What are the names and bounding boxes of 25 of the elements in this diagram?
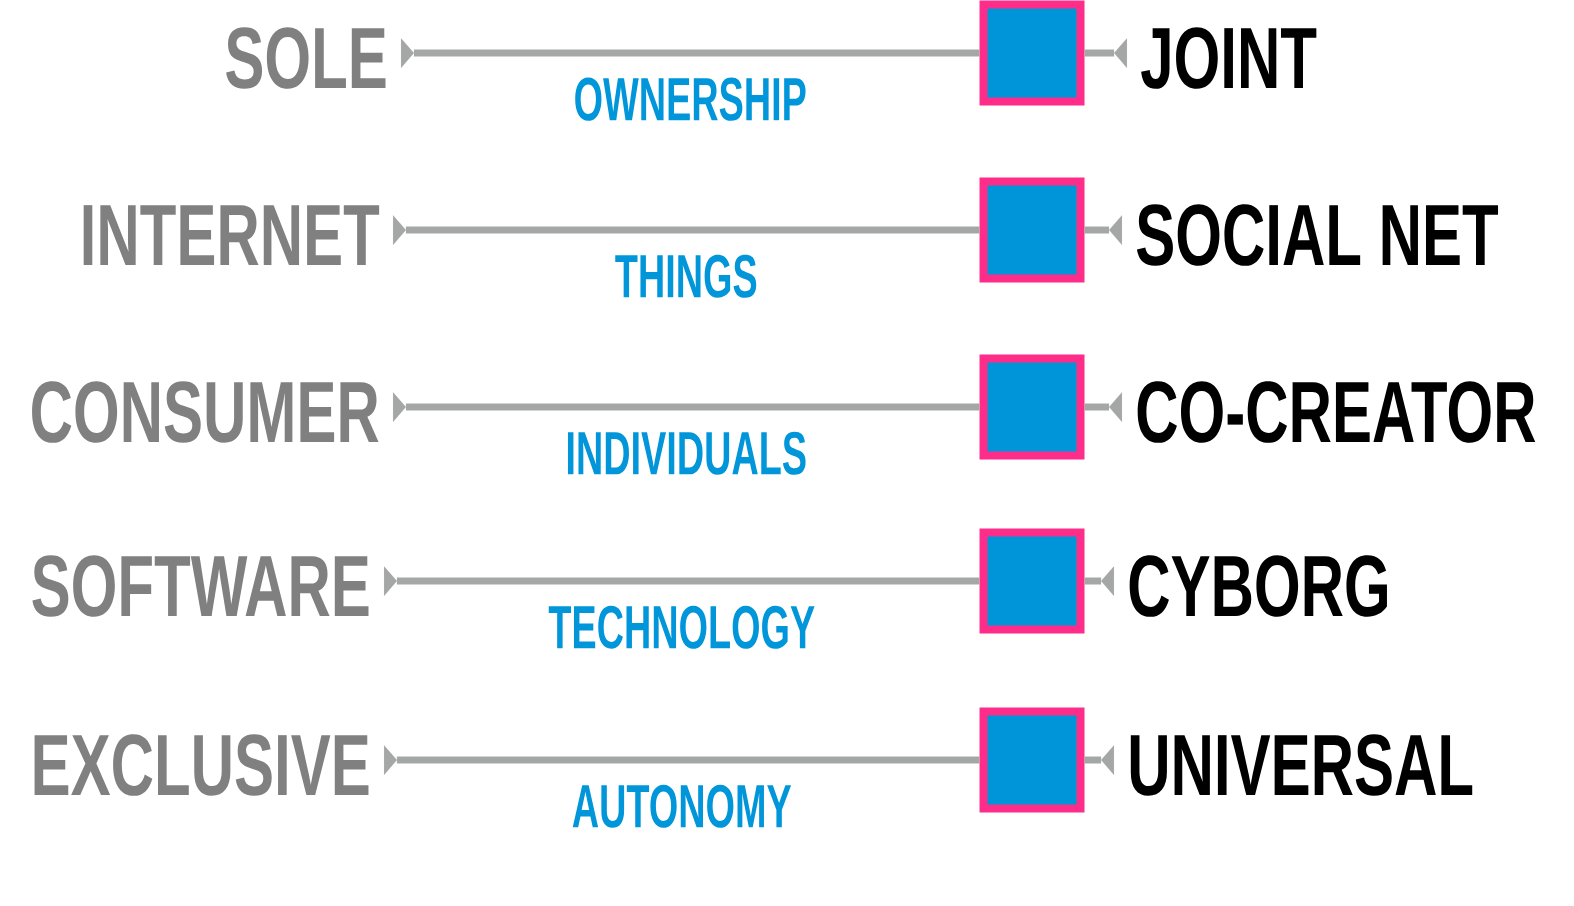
term-text: SOCIAL NET (1136, 204, 1499, 266)
connector-line (1084, 745, 1114, 775)
square (979, 177, 1085, 283)
edge-label: THINGS (615, 254, 757, 298)
square (979, 707, 1085, 813)
connector-line (1084, 392, 1122, 422)
edge-label: TECHNOLOGY (548, 605, 815, 649)
connector-line (1084, 38, 1127, 68)
edge-label: AUTONOMY (572, 784, 792, 828)
term-text: CYBORG (1129, 555, 1387, 617)
term-text: EXCLUSIVE (34, 734, 369, 796)
term-text: SOLE (226, 27, 386, 89)
term-text: UNIVERSAL (1130, 734, 1473, 796)
connector-line (1084, 215, 1122, 245)
term-text: SOFTWARE (32, 555, 369, 617)
term-text: INTERNET (83, 205, 380, 265)
term-text: CONSUMER (32, 381, 379, 443)
square (979, 354, 1085, 460)
term-text: JOINT (1141, 27, 1317, 89)
edge-label: INDIVIDUALS (567, 431, 806, 475)
square (979, 528, 1085, 634)
connector-line (1084, 566, 1114, 596)
term-text: CO-CREATOR (1137, 381, 1536, 443)
edge-label: OWNERSHIP (575, 77, 806, 121)
square (979, 0, 1085, 106)
